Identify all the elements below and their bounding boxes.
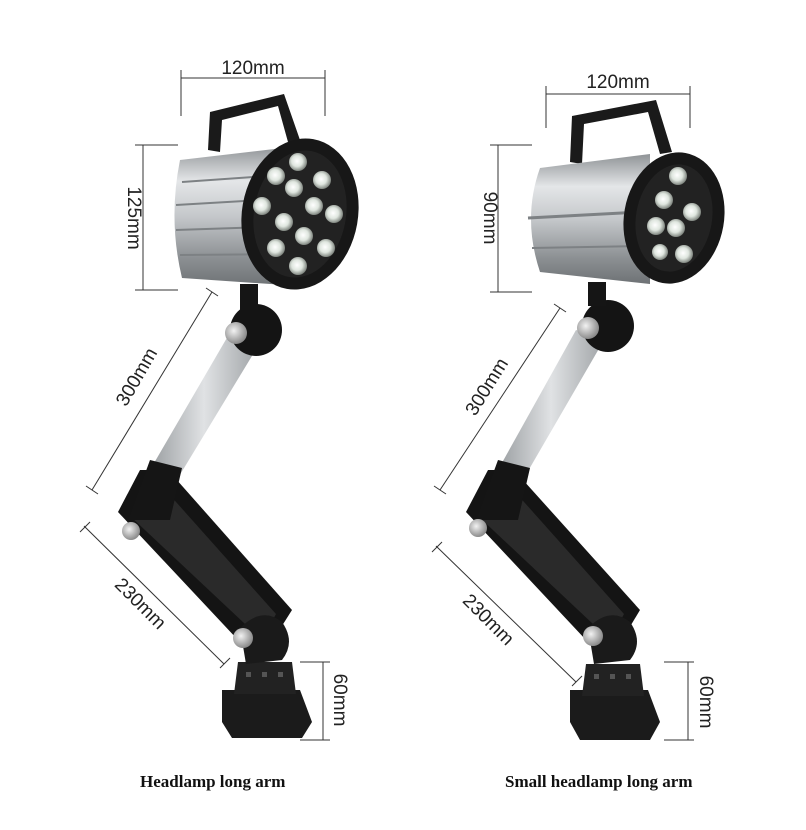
joint-mid-right [469, 519, 487, 537]
dimension-lines-right [431, 86, 694, 741]
caption-right: Small headlamp long arm [505, 772, 693, 791]
dim-width-left: 120mm [221, 58, 284, 79]
dim-height-right: 90mm [479, 192, 500, 245]
dim-height-left: 125mm [123, 186, 144, 249]
caption-left: Headlamp long arm [140, 772, 286, 791]
dim-base-right: 60mm [695, 676, 716, 729]
led-array-right [647, 167, 701, 263]
lamp-head-right [527, 152, 725, 284]
dim-base-left: 60mm [329, 674, 350, 727]
lamp-left: 120mm 125mm 300mm 230mm 60mm [79, 58, 359, 741]
handle-left [208, 94, 300, 152]
dim-upper-arm-left: 300mm [112, 345, 162, 410]
handle-right [570, 100, 672, 164]
upper-arm-left [128, 336, 258, 520]
dim-lower-arm-right: 230mm [458, 590, 518, 650]
dimension-lines-left [79, 70, 330, 741]
upper-arm-right [476, 330, 604, 520]
base-right [570, 664, 660, 740]
joint-mid-left [122, 522, 140, 540]
base-left [222, 662, 312, 738]
joint-lower-left [233, 628, 253, 648]
dim-width-right: 120mm [586, 72, 649, 93]
dim-upper-arm-right: 300mm [462, 355, 513, 420]
joint-upper-right [582, 300, 634, 352]
dim-lower-arm-left: 230mm [110, 574, 170, 634]
lamp-right: 120mm 90mm 300mm 230mm 60mm [431, 72, 725, 741]
joint-upper-left [230, 304, 282, 356]
lamp-head-left [174, 138, 359, 290]
led-array-left [253, 153, 343, 275]
joint-lower-right [583, 626, 603, 646]
